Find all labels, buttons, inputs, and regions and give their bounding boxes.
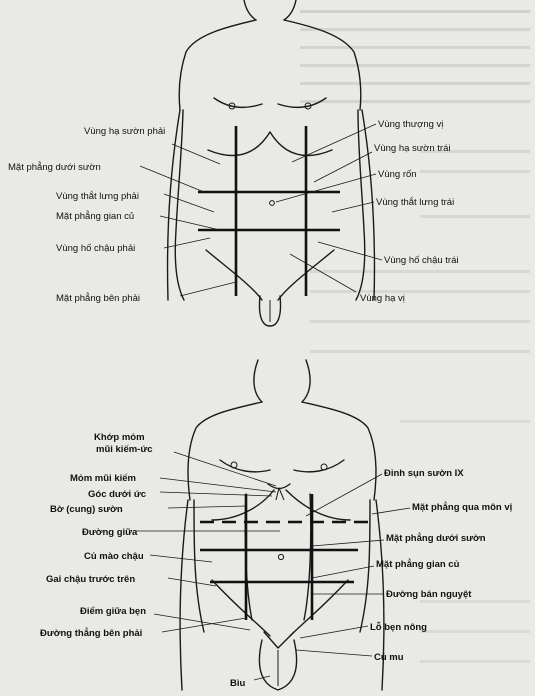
label-bo-cung-suon: Bờ (cung) sườn	[50, 504, 123, 515]
label-mat-phang-qua-mon-vi: Mặt phẳng qua môn vị	[412, 501, 512, 513]
label-duong-giua: Đường giữa	[82, 527, 138, 538]
label-khop-mom-line2: mũi kiếm-ức	[96, 444, 153, 455]
bottom-planes	[200, 494, 372, 620]
label-lo-ben-nong: Lỗ bẹn nông	[370, 622, 427, 633]
label-mat-phang-duoi-suon-top: Mặt phẳng dưới sườn	[8, 161, 101, 173]
label-vung-ha-vi: Vùng hạ vị	[360, 293, 405, 304]
label-vung-ho-chau-phai: Vùng hố chậu phải	[56, 243, 135, 254]
label-vung-ha-suon-phai: Vùng hạ sườn phải	[84, 126, 165, 137]
label-vung-that-lung-trai: Vùng thắt lưng trái	[376, 197, 454, 208]
label-mom-mui-kiem: Mỏm mũi kiếm	[70, 473, 136, 484]
label-gai-chau-truoc-tren: Gai chậu trước trên	[46, 574, 135, 585]
label-diem-giua-ben: Điểm giữa bẹn	[80, 606, 146, 617]
label-vung-ron: Vùng rốn	[378, 169, 417, 180]
label-cu-mao-chau: Củ mào chậu	[84, 551, 144, 562]
bottom-torso-drawing	[180, 360, 384, 690]
label-mat-phang-ben-phai: Mặt phẳng bên phải	[56, 292, 140, 304]
label-khop-mom-line1: Khớp mỏm	[94, 432, 145, 443]
top-labels: Vùng thượng vị Vùng hạ sườn phải Vùng hạ…	[8, 119, 458, 304]
label-cu-mu: Củ mu	[374, 652, 404, 663]
bottom-labels: Khớp mỏm mũi kiếm-ức Mỏm mũi kiếm Góc dư…	[40, 432, 512, 689]
label-khop-mom-mui-kiem-uc: Khớp mỏm mũi kiếm-ức	[94, 432, 153, 455]
label-mat-phang-duoi-suon-bottom: Mặt phẳng dưới sườn	[386, 532, 486, 544]
label-vung-thuong-vi: Vùng thượng vị	[378, 119, 443, 130]
label-mat-phang-gian-cu-bottom: Mặt phẳng gian củ	[376, 558, 460, 570]
label-duong-thang-ben-phai: Đường thẳng bên phải	[40, 627, 142, 639]
label-vung-that-lung-phai: Vùng thắt lưng phải	[56, 191, 139, 202]
label-goc-duoi-uc: Góc dưới ức	[88, 489, 146, 500]
label-vung-ho-chau-trai: Vùng hố chậu trái	[384, 255, 458, 266]
label-mat-phang-gian-cu-top: Mặt phẳng gian củ	[56, 210, 134, 222]
label-vung-ha-suon-trai: Vùng hạ sườn trái	[374, 143, 451, 154]
label-duong-ban-nguyet: Đường bán nguyệt	[386, 589, 472, 600]
label-biu: Bìu	[230, 678, 246, 689]
label-dinh-sun-suon-ix: Đỉnh sụn sườn IX	[384, 468, 464, 479]
